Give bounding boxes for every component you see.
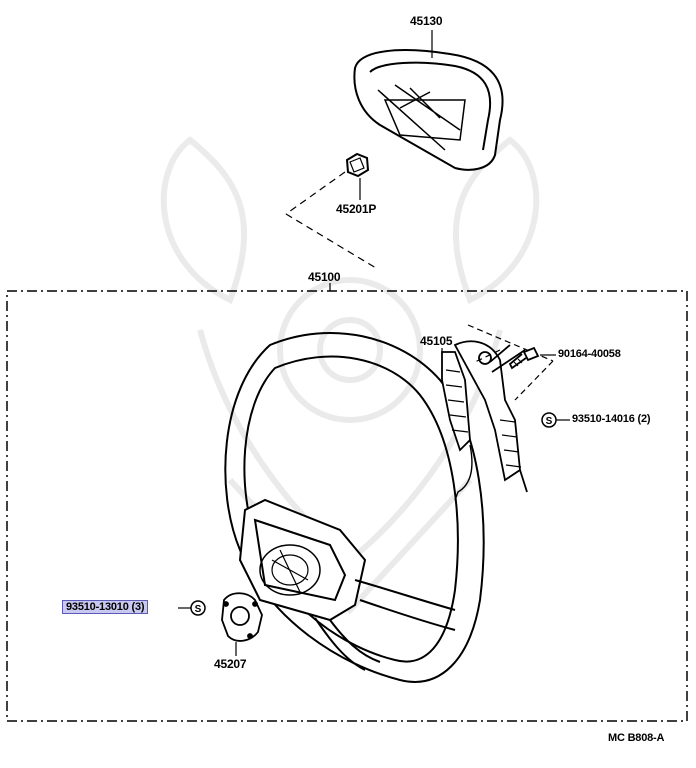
label-45130: 45130 xyxy=(410,14,443,28)
horn-pad-45130 xyxy=(353,49,504,171)
label-45100: 45100 xyxy=(308,270,341,284)
s-symbol-left xyxy=(190,600,206,616)
label-93510-13010[interactable]: 93510-13010 (3) xyxy=(62,600,149,614)
nut-45201p xyxy=(345,152,370,178)
label-45105: 45105 xyxy=(420,334,453,348)
s-symbol-right-letter: S xyxy=(546,416,553,427)
label-90164-40058: 90164-40058 xyxy=(558,348,621,360)
dashed-guide-lines xyxy=(285,171,377,269)
steering-wheel xyxy=(224,331,485,683)
s-symbol-left-letter: S xyxy=(195,604,202,615)
label-45207: 45207 xyxy=(214,657,247,671)
horn-contact-45105 xyxy=(441,340,528,501)
diagram-code: MC B808-A xyxy=(608,732,665,744)
assembly-frame-45100 xyxy=(6,290,688,722)
screw-90164-40058 xyxy=(508,346,540,370)
dashed-screw-guides xyxy=(467,324,554,401)
label-45201p: 45201P xyxy=(336,202,377,216)
label-93510-14016: 93510-14016 (2) xyxy=(572,413,651,425)
plate-45207 xyxy=(221,592,263,642)
